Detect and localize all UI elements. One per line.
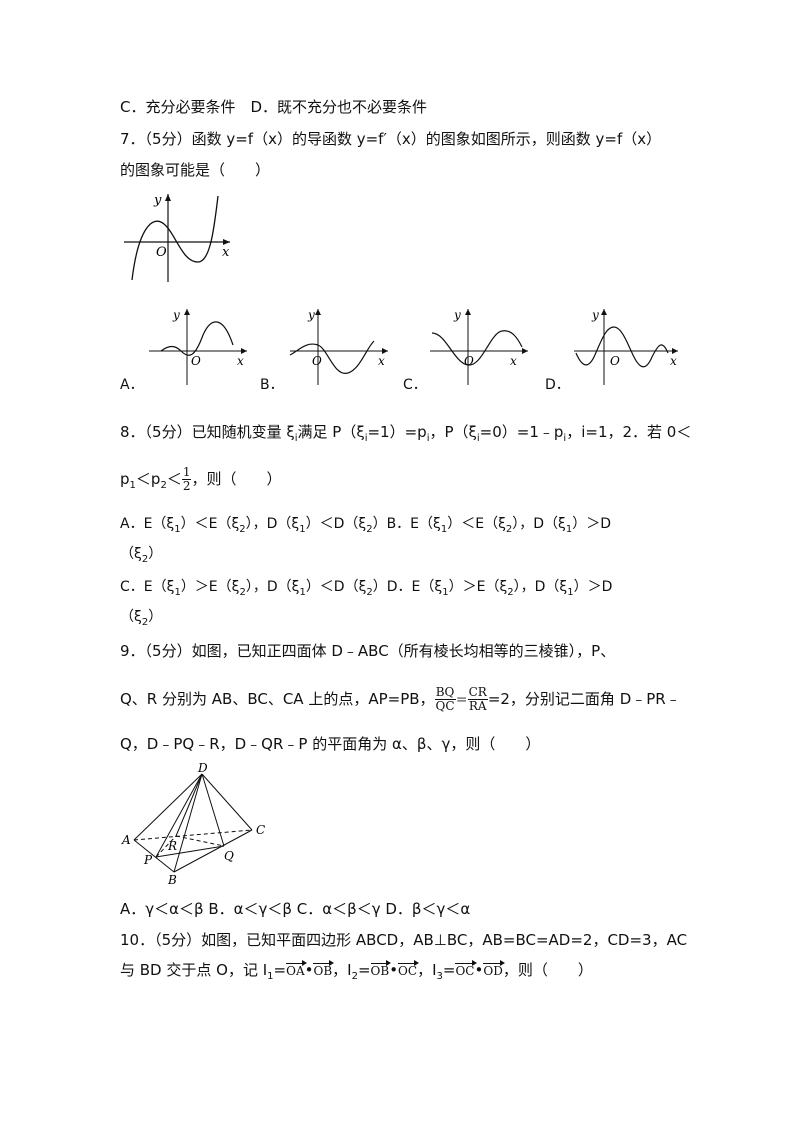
- svg-text:R: R: [167, 839, 177, 853]
- q7-stem-line1: 7．（5分）函数 y=f（x）的导函数 y=f′（x）的图象如图所示，则函数 y…: [120, 130, 662, 148]
- q7-option-A-label: A．: [120, 377, 144, 393]
- derivative-graph: y O x: [124, 193, 230, 282]
- svg-text:y: y: [453, 308, 461, 322]
- q9-options-line: A．γ＜α＜β B．α＜γ＜β C．α＜β＜γ D．β＜γ＜α: [120, 900, 471, 918]
- svg-text:O: O: [610, 354, 620, 368]
- q10-stem-line1: 10．（5分）如图，已知平面四边形 ABCD，AB⊥BC，AB=BC=AD=2，…: [120, 931, 688, 949]
- q8-options-CD-line1: C．E（ξ1）＞E（ξ2），D（ξ1）＜D（ξ2）D．E（ξ1）＞E（ξ2），D…: [120, 579, 613, 598]
- svg-text:x: x: [237, 354, 244, 368]
- q6-options-line: C．充分必要条件 D．既不充分也不必要条件: [120, 98, 428, 116]
- svg-text:O: O: [312, 354, 322, 368]
- q10-stem-line2: 与 BD 交于点 O，记 I1=OA•OB，I2=OB•OC，I3=OC•OD，…: [120, 960, 593, 982]
- svg-text:O: O: [156, 245, 167, 260]
- svg-text:y: y: [172, 308, 180, 322]
- q7-option-A-graph: y O x: [149, 308, 247, 385]
- q8-options-AB-line1: A．E（ξ1）＜E（ξ2），D（ξ1）＜D（ξ2）B．E（ξ1）＜E（ξ2），D…: [120, 516, 611, 535]
- q9-stem-line3: Q，D﹣PQ﹣R，D﹣QR﹣P 的平面角为 α、β、γ，则（ ）: [120, 735, 541, 753]
- svg-text:D: D: [197, 762, 208, 775]
- svg-text:x: x: [670, 354, 677, 368]
- q7-option-B-graph: y O x: [289, 308, 388, 385]
- q8-stem-line1: 8．（5分）已知随机变量 ξi满足 P（ξi=1）=pi，P（ξi=0）=1﹣p…: [120, 423, 692, 444]
- q8-options-AB-line2: （ξ2）: [120, 546, 163, 565]
- svg-text:B: B: [167, 873, 177, 887]
- q7-option-C-label: C．: [403, 377, 427, 393]
- q7-option-B-label: B．: [260, 377, 284, 393]
- svg-text:Q: Q: [224, 849, 234, 863]
- svg-text:x: x: [222, 245, 230, 260]
- tetrahedron-figure: D A C R P Q B: [121, 762, 265, 887]
- q7-option-C-graph: y O x: [430, 308, 528, 385]
- svg-text:y: y: [153, 193, 162, 208]
- svg-text:O: O: [464, 354, 474, 368]
- svg-text:y: y: [591, 308, 599, 322]
- q7-option-D-graph: y O x: [574, 308, 678, 385]
- svg-text:A: A: [121, 833, 131, 847]
- svg-text:x: x: [378, 354, 385, 368]
- q7-stem-line2: 的图象可能是（ ）: [120, 161, 271, 179]
- svg-text:C: C: [256, 823, 265, 837]
- q7-option-D-label: D．: [545, 377, 570, 393]
- q9-stem-line1: 9．（5分）如图，已知正四面体 D﹣ABC（所有棱长均相等的三棱锥），P、: [120, 642, 616, 660]
- q8-options-CD-line2: （ξ2）: [120, 609, 163, 628]
- svg-text:x: x: [510, 354, 517, 368]
- svg-text:O: O: [191, 354, 201, 368]
- svg-text:y: y: [307, 308, 315, 322]
- svg-text:P: P: [143, 853, 153, 867]
